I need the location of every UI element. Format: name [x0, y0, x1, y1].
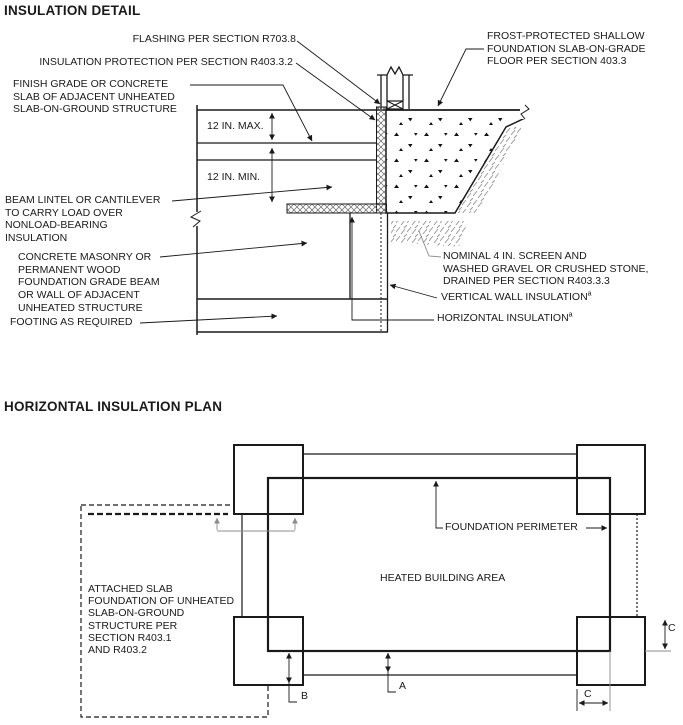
attached-slab-label: ATTACHED SLAB FOUNDATION OF UNHEATED SLA… [88, 583, 235, 657]
dim-b-tail [288, 683, 297, 703]
footnote-mark: a [568, 311, 573, 319]
concrete-masonry-leader [159, 240, 308, 258]
dim-12-min-label: 12 IN. MIN. [207, 171, 261, 183]
gravel-leader [418, 230, 442, 258]
plan-leader-lines [214, 480, 671, 711]
dim-c-bottom-label: C [584, 688, 592, 700]
heated-building-area-label: HEATED BUILDING AREA [380, 572, 506, 584]
flashing-leader [296, 40, 381, 105]
beam-lintel-label: BEAM LINTEL OR CANTILEVER TO CARRY LOAD … [5, 194, 161, 245]
concrete-masonry-label: CONCRETE MASONRY OR PERMANENT WOOD FOUND… [18, 251, 160, 314]
stud-wall-framing [377, 65, 413, 110]
horizontal-insulation-text: HORIZONTAL INSULATION [437, 312, 569, 324]
flashing-label: FLASHING PER SECTION R703.8 [132, 33, 296, 45]
section-leader-lines [139, 40, 484, 324]
vertical-wall-insulation-label: VERTICAL WALL INSULATIONa [441, 291, 592, 304]
footing-leader [139, 313, 278, 324]
insulation-protection-label: INSULATION PROTECTION PER SECTION R403.3… [39, 56, 293, 68]
horizontal-insulation-strip [286, 203, 387, 214]
vertical-insulation-strip [376, 106, 387, 214]
insulation-protection-leader [295, 62, 376, 121]
vertical-insulation-leader [389, 283, 438, 299]
slab-break-symbol [520, 104, 530, 120]
plan-drawing [80, 444, 671, 718]
foundation-perimeter-label: FOUNDATION PERIMETER [445, 521, 578, 533]
foundation-wall-lines [380, 213, 389, 332]
dim-a-label: A [399, 680, 407, 692]
dim-c-right-label: C [668, 622, 676, 634]
footnote-mark: a [587, 290, 592, 298]
horizontal-insulation-label: HORIZONTAL INSULATIONa [437, 312, 573, 325]
wall-break-symbol [189, 210, 202, 228]
frost-protected-label: FROST-PROTECTED SHALLOW FOUNDATION SLAB-… [487, 30, 646, 68]
footing-label: FOOTING AS REQUIRED [10, 316, 133, 328]
beam-lintel-leader [171, 184, 333, 202]
foundation-perimeter-leader-left [433, 480, 443, 529]
horizontal-insulation-leader [349, 216, 434, 321]
section-title: INSULATION DETAIL [4, 3, 141, 18]
section-drawing [139, 40, 530, 335]
frost-protected-leader [437, 48, 484, 107]
plan-title: HORIZONTAL INSULATION PLAN [4, 399, 223, 414]
dim-b-label: B [301, 690, 309, 702]
finish-grade-leader [190, 84, 313, 142]
earth-band [455, 127, 523, 213]
finish-grade-label: FINISH GRADE OR CONCRETE SLAB OF ADJACEN… [13, 78, 177, 116]
gravel-label: NOMINAL 4 IN. SCREEN AND WASHED GRAVEL O… [443, 250, 649, 288]
gravel-patch [391, 221, 468, 247]
heated-building-outline [266, 476, 612, 653]
dim-a-tail [387, 672, 396, 693]
dim-12-max-label: 12 IN. MAX. [207, 120, 264, 132]
vertical-wall-insulation-text: VERTICAL WALL INSULATION [441, 291, 588, 303]
corner-insulation-pads [233, 444, 646, 686]
